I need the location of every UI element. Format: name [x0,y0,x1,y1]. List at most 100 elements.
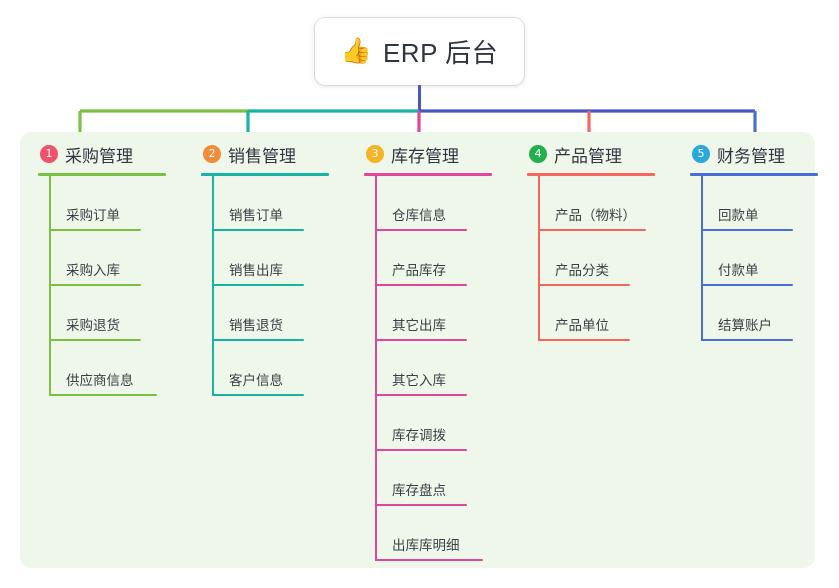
branch-item[interactable]: 产品库存 [364,231,527,286]
branch-item-label: 库存盘点 [392,483,446,498]
branch-title: 产品管理 [554,146,622,166]
branch-item[interactable]: 产品（物料） [527,176,690,231]
branch-item-list: 产品（物料） 产品分类产品单位 [527,176,690,341]
branch-item-list: 采购订单采购入库采购退货供应商信息 [38,176,201,396]
branch-item-underline [538,284,630,286]
branch-number-badge: 1 [40,145,58,163]
branch-title: 销售管理 [228,146,296,166]
branch-item-label: 产品分类 [555,263,609,278]
branch-item-label: 产品（物料） [555,208,636,223]
branch-item-underline [49,339,141,341]
branch-item[interactable]: 结算账户 [690,286,839,341]
branch-item-underline [212,339,304,341]
branch-spine [375,176,377,561]
branch-item-label: 其它入库 [392,373,446,388]
branch-number-badge: 5 [692,145,710,163]
branch-item-underline [701,229,793,231]
branch-title: 采购管理 [65,146,133,166]
branch-item[interactable]: 其它入库 [364,341,527,396]
branch-item-underline [538,339,630,341]
branch-item[interactable]: 库存盘点 [364,451,527,506]
branch-item[interactable]: 其它出库 [364,286,527,341]
branch-item-underline [212,229,304,231]
branch-spine [212,176,214,396]
branch-item[interactable]: 采购订单 [38,176,201,231]
branch-item[interactable]: 库存调拨 [364,396,527,451]
branch-item[interactable]: 销售退货 [201,286,364,341]
branch-column-4: 4 产品管理产品（物料） 产品分类产品单位 [527,132,690,341]
branches-panel [20,132,815,568]
branch-item-label: 回款单 [718,208,759,223]
branch-item-label: 库存调拨 [392,428,446,443]
branch-spine [701,176,703,341]
branch-item-label: 销售出库 [229,263,283,278]
root-node-content: 👍 ERP 后台 [341,33,498,70]
branch-spine [49,176,51,396]
branch-underline [527,173,655,176]
branch-underline [38,173,166,176]
branch-column-1: 1 采购管理采购订单采购入库采购退货供应商信息 [38,132,201,396]
branch-underline [690,173,818,176]
branch-item-label: 销售订单 [229,208,283,223]
branch-item[interactable]: 付款单 [690,231,839,286]
branch-item[interactable]: 仓库信息 [364,176,527,231]
branch-title: 库存管理 [391,146,459,166]
branch-item-underline [538,229,646,231]
branch-item-underline [375,449,467,451]
branch-item-underline [375,394,467,396]
branch-item-label: 客户信息 [229,373,283,388]
branch-column-2: 2 销售管理销售订单销售出库销售退货客户信息 [201,132,364,396]
branch-item-label: 结算账户 [718,318,772,333]
branch-underline [364,173,492,176]
branch-underline [201,173,329,176]
root-node-label: ERP 后台 [382,38,499,68]
branch-item-underline [49,284,141,286]
branch-item-underline [212,284,304,286]
branch-header-4[interactable]: 4 产品管理 [527,132,690,176]
branch-item[interactable]: 销售订单 [201,176,364,231]
branch-item-label: 采购入库 [66,263,120,278]
root-node[interactable]: 👍 ERP 后台 [315,18,524,85]
branch-item-label: 出库库明细 [392,538,460,553]
branch-header-3[interactable]: 3 库存管理 [364,132,527,176]
branch-item-underline [375,559,483,561]
branch-item-underline [375,284,467,286]
branch-title: 财务管理 [717,146,785,166]
branch-item[interactable]: 销售出库 [201,231,364,286]
branch-item-underline [375,229,467,231]
branch-item-label: 付款单 [718,263,759,278]
branch-item-list: 销售订单销售出库销售退货客户信息 [201,176,364,396]
branch-item-underline [49,229,141,231]
branch-item-list: 仓库信息产品库存其它出库其它入库库存调拨库存盘点出库库明细 [364,176,527,561]
branch-item-underline [701,284,793,286]
branch-item[interactable]: 供应商信息 [38,341,201,396]
branch-item-underline [49,394,157,396]
branch-number-badge: 2 [203,145,221,163]
branch-item-list: 回款单付款单结算账户 [690,176,839,341]
branch-item-label: 采购退货 [66,318,120,333]
branch-item-label: 仓库信息 [392,208,446,223]
branch-item-label: 其它出库 [392,318,446,333]
branch-item[interactable]: 产品单位 [527,286,690,341]
branch-item-label: 采购订单 [66,208,120,223]
branch-item-label: 产品单位 [555,318,609,333]
branch-item-underline [375,339,467,341]
branch-item-label: 供应商信息 [66,373,134,388]
branch-item[interactable]: 客户信息 [201,341,364,396]
branch-item[interactable]: 采购入库 [38,231,201,286]
branch-number-badge: 4 [529,145,547,163]
branch-item[interactable]: 采购退货 [38,286,201,341]
branch-number-badge: 3 [366,145,384,163]
branch-item[interactable]: 产品分类 [527,231,690,286]
branch-header-1[interactable]: 1 采购管理 [38,132,201,176]
branch-item-underline [212,394,304,396]
branch-item[interactable]: 出库库明细 [364,506,527,561]
branch-item[interactable]: 回款单 [690,176,839,231]
branch-column-3: 3 库存管理仓库信息产品库存其它出库其它入库库存调拨库存盘点出库库明细 [364,132,527,561]
branch-header-5[interactable]: 5 财务管理 [690,132,839,176]
branch-header-2[interactable]: 2 销售管理 [201,132,364,176]
branch-item-underline [701,339,793,341]
branch-spine [538,176,540,341]
